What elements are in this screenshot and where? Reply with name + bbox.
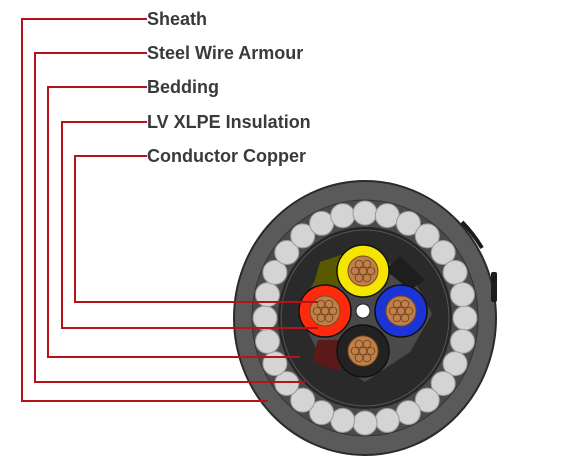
armour-wire [274,371,300,396]
armour-wire [252,305,278,331]
armour-wire [452,305,478,331]
leader-bedding [47,86,300,358]
copper-conductor [309,295,341,327]
armour-wire [255,328,280,354]
core-blue [374,284,428,338]
leader-conductor [74,155,318,303]
armour-wire [330,203,356,229]
armour-wire [262,259,288,285]
label-insulation: LV XLPE Insulation [147,112,311,132]
core-red [298,284,352,338]
label-sheath: Sheath [147,9,208,29]
armour-wire [374,203,400,229]
leader-insulation [61,121,318,329]
core-yellow [336,244,390,298]
armour-wire [430,371,456,396]
label-armour: Steel Wire Armour [147,43,304,63]
core-black [336,324,390,378]
armour-wire [395,400,421,426]
leader-armour [34,52,305,383]
copper-conductor [347,255,379,287]
cores-group [298,244,428,378]
armour-wire [290,223,316,249]
armour-wire [352,410,378,436]
armour-wire [414,387,440,413]
leader-lines [21,18,318,402]
armour-wire [395,210,421,236]
armour-wire [442,351,468,377]
armour-wire [450,328,475,354]
armour-wire [262,351,288,377]
armour-wire [274,240,300,265]
armour-wire [442,259,468,285]
copper-conductor [385,295,417,327]
armour-wire [352,200,378,226]
label-bedding: Bedding [147,77,219,97]
armour-wire [414,223,440,249]
label-conductor: Conductor Copper [147,146,306,166]
armour-wire [309,210,335,236]
armour-wire [255,282,280,308]
armour-wire [450,282,475,308]
armour-wire [309,400,335,426]
leader-sheath [21,18,268,402]
armour-wire [330,407,356,433]
armour-wire [430,240,456,265]
armour-wire [290,387,316,413]
armour-wire [374,407,400,433]
copper-conductor [347,335,379,367]
